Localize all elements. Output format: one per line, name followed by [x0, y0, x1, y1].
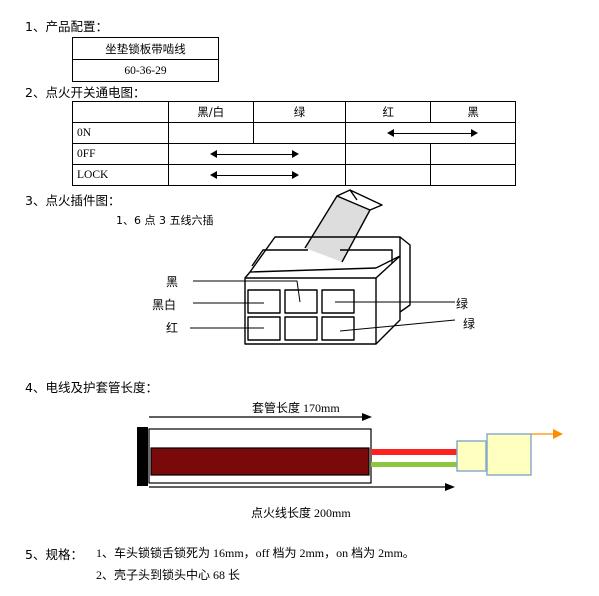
product-config-table: 坐垫锁板带啮线 60-36-29 — [72, 37, 219, 82]
table-row: LOCK — [72, 164, 516, 186]
plug-housing — [486, 433, 532, 476]
pin-cavity — [321, 316, 355, 341]
section5-heading: 5、规格： — [25, 547, 83, 562]
label-green-top: 绿 — [456, 297, 469, 311]
direction-arrow — [553, 429, 563, 439]
cable-end-cap — [137, 427, 148, 486]
leader-line-black — [193, 280, 301, 303]
product-code-cell: 60-36-29 — [72, 59, 219, 82]
wire-red — [371, 449, 457, 455]
cable-diagram — [137, 413, 563, 491]
section3-heading: 3、点火插件图： — [25, 193, 121, 208]
section1-heading: 1、产品配置： — [25, 19, 108, 34]
leader-line-green-bottom — [339, 319, 456, 332]
connector-subtitle: 1、6 点 3 五线六插 — [116, 214, 214, 227]
ignition-switch-table: 黑/白 绿 红 黑 0N 0FF LOCK — [72, 101, 516, 186]
pin-cavity — [247, 289, 281, 314]
pin-cavity — [284, 316, 318, 341]
wire-green — [371, 462, 457, 467]
label-black-white: 黑白 — [152, 298, 177, 312]
pin-cavity — [284, 289, 318, 314]
label-red: 红 — [166, 321, 179, 335]
label-black: 黑 — [166, 275, 179, 289]
spec-item-1: 1、车头锁锁舌锁死为 16mm，off 档为 2mm，on 档为 2mm。 — [96, 546, 415, 560]
spec-item-2: 2、壳子头到锁头中心 68 长 — [96, 568, 241, 582]
connector-front-face — [244, 277, 377, 345]
connection-arrow — [209, 150, 300, 158]
terminal-block — [456, 440, 487, 472]
wire-length-label: 点火线长度 200mm — [251, 506, 351, 520]
protective-sleeve — [150, 447, 370, 476]
label-green-bottom: 绿 — [463, 317, 476, 331]
connection-arrow — [387, 129, 478, 137]
section4-heading: 4、电线及护套管长度： — [25, 380, 158, 395]
connection-arrow — [209, 171, 300, 179]
connection-cell — [167, 164, 347, 186]
sleeve-length-label: 套管长度 170mm — [252, 401, 340, 415]
section2-heading: 2、点火开关通电图： — [25, 85, 146, 100]
connector-latch — [304, 195, 371, 263]
